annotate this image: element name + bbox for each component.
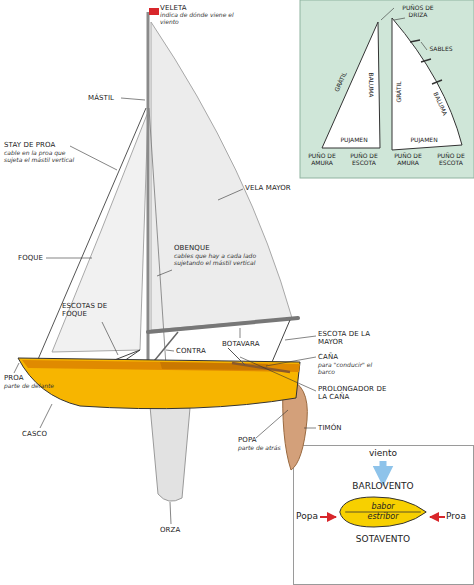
wind-term: SOTAVENTO	[356, 535, 410, 545]
wind-term: BARLOVENTO	[352, 482, 413, 492]
side-name: estribor	[368, 512, 399, 522]
shroud	[149, 108, 166, 366]
boat-outline: baborestribor	[338, 495, 428, 529]
part-label: OBENQUE	[174, 244, 244, 252]
sail-part-label: BALUMA	[432, 91, 448, 116]
jib-sail-diagram	[322, 22, 380, 148]
part-label: MÁSTIL	[88, 94, 122, 102]
part-label: BOTAVARA	[222, 340, 272, 348]
tiller-extension	[228, 348, 245, 365]
sail-part-label: PUJAMEN	[340, 137, 367, 144]
tiller	[232, 363, 290, 372]
part-label: CASCO	[22, 430, 62, 438]
main-sail-diagram	[392, 18, 462, 150]
wind-term: Proa	[446, 512, 466, 522]
mainsheet	[272, 320, 290, 362]
part-label: PROLONGADOR DE LA CAÑA	[318, 385, 390, 401]
sail-part-label: GRÁTIL	[334, 71, 349, 93]
part-label: ESCOTA DE LA MAYOR	[318, 330, 384, 346]
sail-part-label: PUÑO DE AMURA	[389, 153, 427, 166]
part-label: CAÑA	[318, 353, 358, 361]
part-description: cables que hay a cada lado sujetando el …	[174, 253, 284, 267]
wind-inset-panel	[294, 446, 474, 585]
side-name: babor	[371, 502, 394, 512]
part-label: ORZA	[160, 526, 200, 534]
hull	[18, 358, 300, 409]
part-label: VELETA	[160, 4, 220, 12]
sail-part-label: GRÁTIL	[396, 82, 403, 103]
part-label: FOQUE	[18, 254, 48, 262]
wind-sides-panel: vientoBARLOVENTO Popa ProaSOTAVENTO babores…	[293, 445, 474, 585]
wind-term: Popa	[296, 512, 318, 522]
part-label: PROA	[4, 374, 44, 382]
mainsail	[151, 22, 292, 330]
wind-arrow	[380, 461, 387, 476]
part-label: ESCOTAS DE FOQUE	[62, 302, 112, 318]
part-label: TIMÓN	[318, 424, 358, 432]
hull-deck-edge	[22, 360, 300, 372]
sail-parts-panel: PUÑOS DE DRIZA SABLES GRÁTIL BALUMA GRÁTIL BA…	[300, 0, 474, 178]
part-label: POPA	[238, 436, 278, 444]
sail-part-label: PUÑO DE ESCOTA	[431, 153, 471, 166]
sail-part-label: PUÑO DE AMURA	[303, 153, 341, 166]
sail-part-label: BALUMA	[368, 73, 375, 98]
part-description: para "conducir" el barco	[318, 362, 382, 376]
part-label: VELA MAYOR	[245, 184, 305, 192]
sail-part-label: PUJAMEN	[410, 137, 437, 144]
boom	[148, 318, 298, 332]
part-description: parte de delante	[4, 383, 64, 390]
sail-inset-panel	[300, 0, 474, 178]
part-label: STAY DE PROA	[4, 141, 82, 149]
stern-arrow	[320, 516, 336, 518]
wind-term: viento	[369, 449, 397, 459]
sail-part-label: PUÑOS DE DRIZA	[396, 5, 440, 18]
mast	[147, 12, 150, 372]
part-description: indica de dónde viene el viento	[160, 12, 238, 26]
wind-vane	[149, 8, 159, 15]
sail-part-label: PUÑO DE ESCOTA	[344, 153, 384, 166]
sail-part-label: SABLES	[426, 46, 456, 53]
part-label: CONTRA	[176, 347, 216, 355]
jib	[52, 112, 148, 352]
part-description: parte de atrás	[238, 445, 290, 452]
part-description: cable en la proa que sujeta el mástil ve…	[4, 150, 78, 164]
centerboard	[150, 406, 190, 501]
bow-arrow	[430, 516, 445, 518]
